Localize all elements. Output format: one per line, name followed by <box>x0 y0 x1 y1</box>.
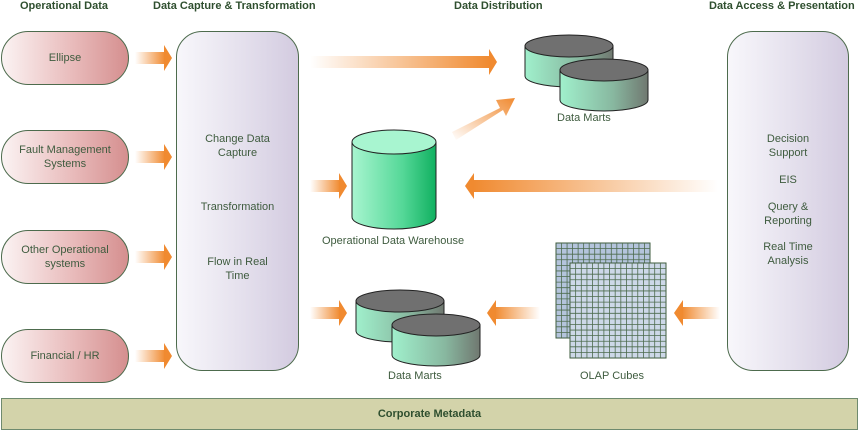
data-marts-top-icon <box>524 34 649 112</box>
olap-cubes-label: OLAP Cubes <box>580 370 645 382</box>
source-label: Financial / HR <box>30 350 100 362</box>
arrow-fault-to-capture <box>135 144 172 170</box>
olap-cubes-icon <box>555 242 667 359</box>
source-label: Ellipse <box>48 52 82 64</box>
warehouse-cylinder-icon <box>351 129 437 230</box>
arrow-other-to-capture <box>135 244 172 270</box>
access-item-eis: EIS <box>779 174 797 186</box>
arrow-access-to-olap <box>674 300 720 326</box>
arrow-capture-to-warehouse <box>310 173 347 199</box>
arrow-ellipse-to-capture <box>135 45 172 71</box>
header-operational-data: Operational Data <box>20 0 109 12</box>
source-financial-hr: Financial / HR <box>1 329 129 383</box>
olap-grid <box>569 262 667 359</box>
header-data-access: Data Access & Presentation <box>709 0 855 12</box>
arrow-financial-to-capture <box>135 343 172 369</box>
capture-item-transformation: Transformation <box>200 201 275 213</box>
header-data-distribution: Data Distribution <box>454 0 543 12</box>
warehouse-label: Operational Data Warehouse <box>322 235 465 247</box>
arrow-capture-to-marts-top <box>310 49 497 75</box>
access-item-query-reporting: Query &Reporting <box>764 201 812 227</box>
data-marts-top-label: Data Marts <box>557 112 611 124</box>
arrow-access-to-warehouse <box>465 173 718 199</box>
arrow-warehouse-to-marts-top <box>452 98 515 140</box>
corporate-metadata-bar: Corporate Metadata <box>1 398 858 430</box>
data-marts-bottom-label: Data Marts <box>388 370 442 382</box>
header-data-capture: Data Capture & Transformation <box>153 0 316 12</box>
corporate-metadata-label: Corporate Metadata <box>377 408 482 420</box>
arrow-capture-to-marts-bottom <box>310 300 347 326</box>
source-ellipse: Ellipse <box>1 31 129 85</box>
data-marts-bottom-icon <box>355 289 481 367</box>
arrow-olap-to-marts <box>487 300 540 326</box>
